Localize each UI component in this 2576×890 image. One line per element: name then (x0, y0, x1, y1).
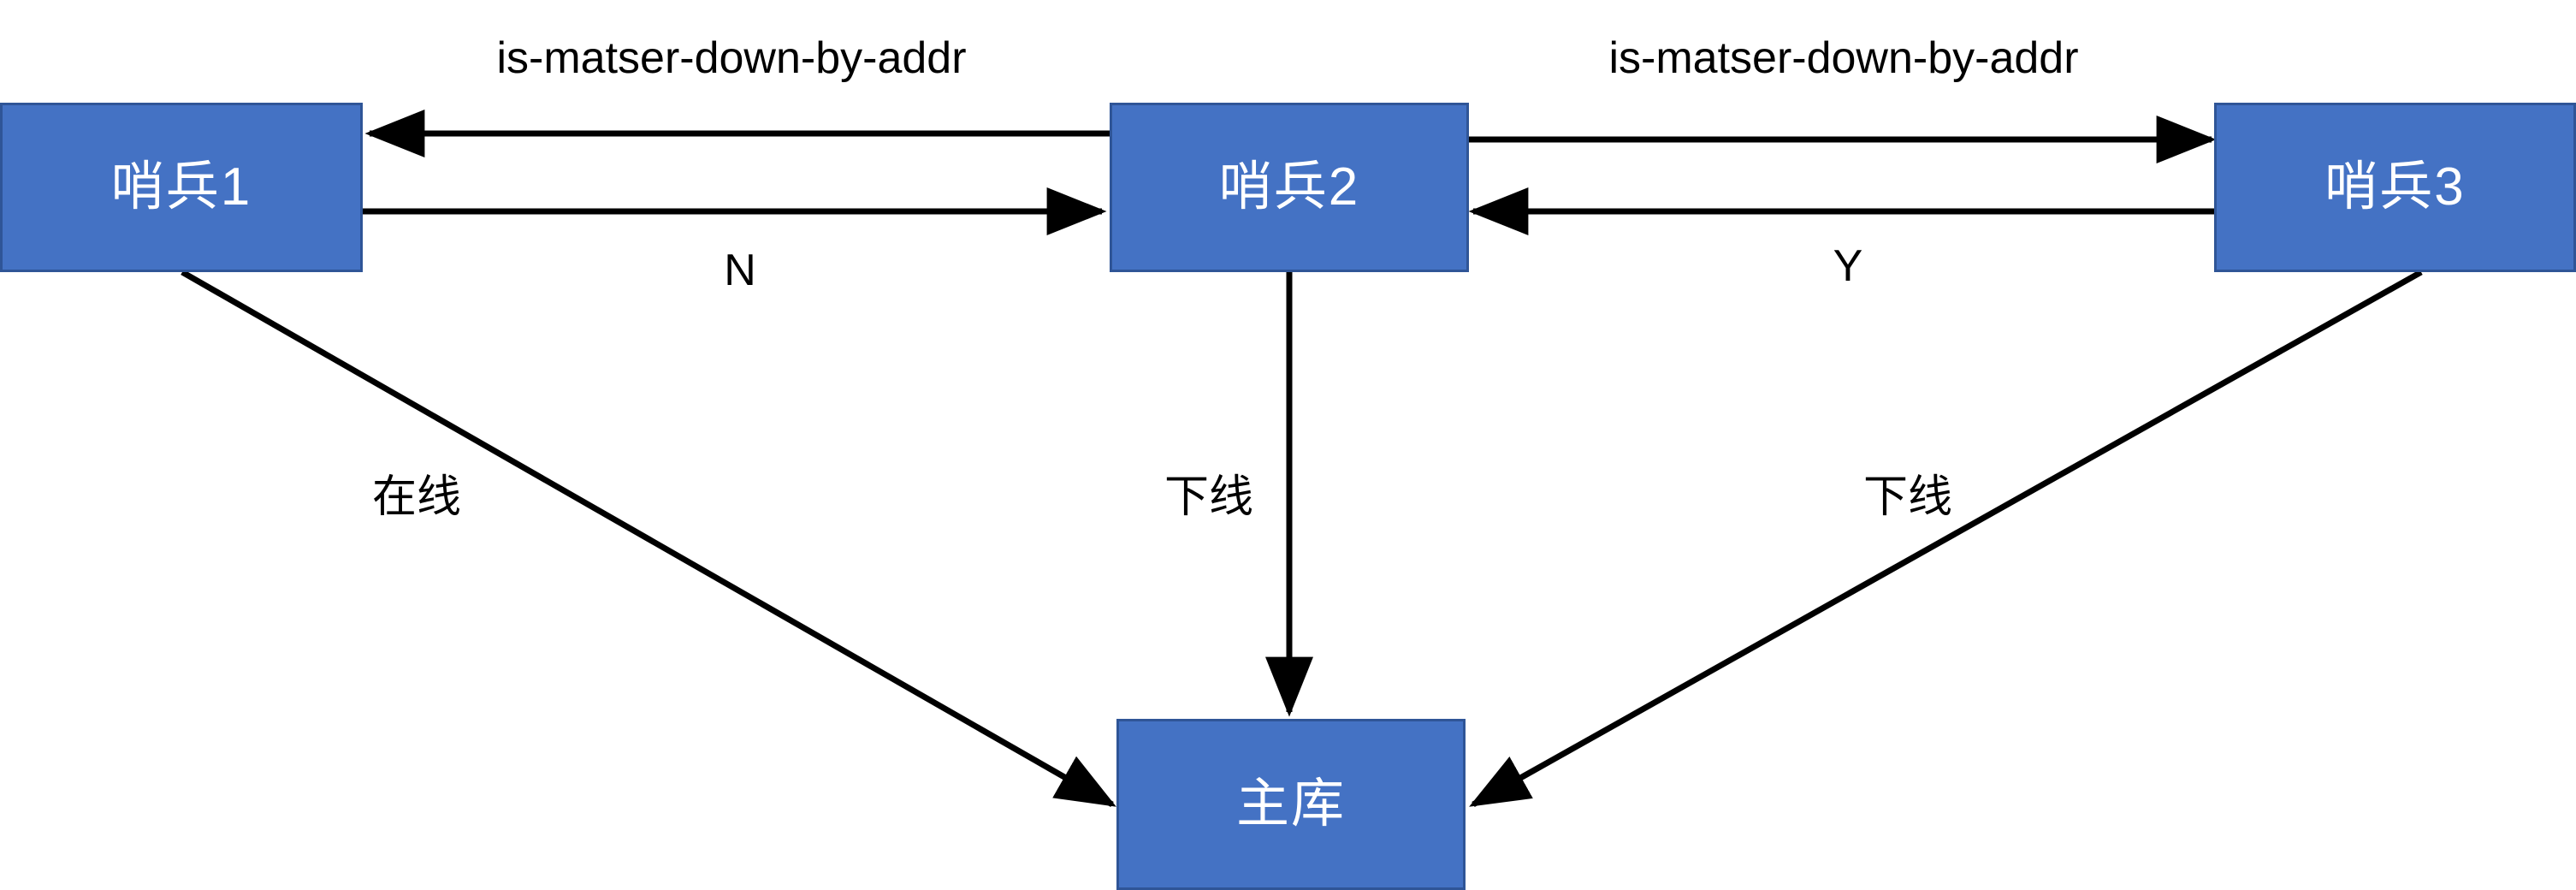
edge-label-sentinel2-to-sentinel1: is-matser-down-by-addr (496, 33, 967, 83)
node-master[interactable]: 主库 (1116, 719, 1466, 890)
edge-label-sentinel3-to-sentinel2: Y (1833, 241, 1863, 291)
edge-label-sentinel1-to-sentinel2: N (724, 246, 756, 295)
node-master-label: 主库 (1235, 774, 1346, 834)
edge-label-sentinel2-to-master: 下线 (1164, 472, 1254, 522)
node-sentinel1[interactable]: 哨兵1 (0, 103, 363, 272)
edge-label-sentinel3-to-master: 下线 (1862, 472, 1953, 522)
node-sentinel1-label: 哨兵1 (110, 157, 252, 217)
edge-label-sentinel2-to-sentinel3: is-matser-down-by-addr (1608, 33, 2079, 83)
node-sentinel3[interactable]: 哨兵3 (2214, 103, 2576, 272)
edge-sentinel3-to-master (1469, 269, 2423, 808)
node-sentinel2[interactable]: 哨兵2 (1110, 103, 1469, 272)
edge-label-sentinel1-to-master: 在线 (371, 472, 462, 522)
node-sentinel3-label: 哨兵3 (2324, 157, 2466, 217)
edge-sentinel1-to-master (181, 269, 1116, 808)
node-sentinel2-label: 哨兵2 (1218, 157, 1360, 217)
